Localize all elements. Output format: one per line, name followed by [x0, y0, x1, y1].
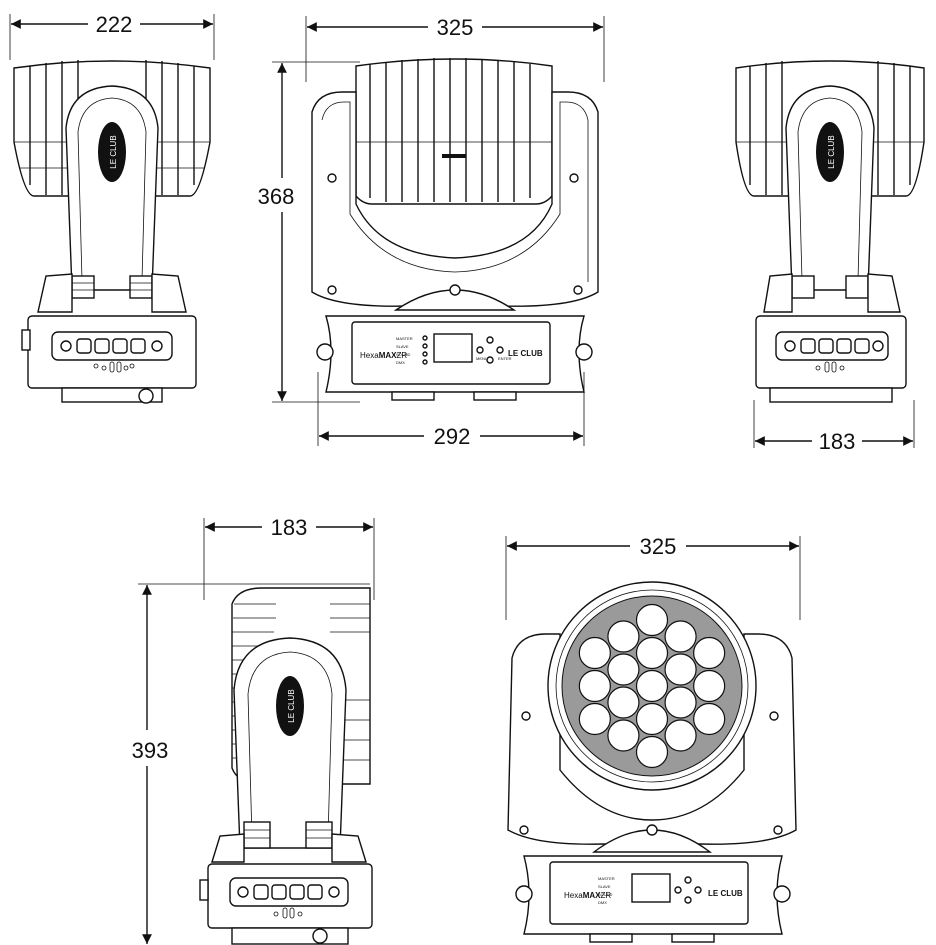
svg-text:DMX: DMX — [396, 360, 405, 365]
led-lens — [693, 669, 726, 703]
svg-text:DMX: DMX — [598, 900, 607, 905]
front-view: 325 368 — [258, 15, 605, 449]
led-lens — [635, 636, 669, 670]
dimension-292: 292 — [317, 372, 585, 449]
led-lens — [664, 620, 697, 653]
led-lens — [635, 603, 669, 637]
led-lens — [578, 702, 611, 736]
svg-text:SOUND: SOUND — [396, 352, 411, 357]
lcd-display — [433, 333, 473, 363]
svg-text:LE CLUB: LE CLUB — [508, 349, 543, 358]
svg-text:MASTER: MASTER — [598, 876, 615, 881]
dimension-183-bottom: 183 — [203, 515, 375, 600]
led-lens — [635, 669, 669, 703]
led-lens — [607, 686, 640, 719]
back-view: LE CLUB 183 — [735, 60, 925, 454]
front-head-fins — [356, 58, 552, 202]
led-lens — [578, 636, 611, 670]
svg-text:HexaMAXZR: HexaMAXZR — [360, 351, 407, 360]
dimension-label-222: 222 — [96, 12, 133, 37]
dimension-325-bottom: 325 — [505, 534, 801, 620]
svg-text:SOUND: SOUND — [598, 892, 613, 897]
led-lens — [607, 653, 640, 686]
svg-text:LE CLUB: LE CLUB — [109, 135, 118, 168]
led-lens — [607, 719, 640, 752]
side-view: 222 LE CLUB — [9, 12, 215, 404]
svg-text:LE CLUB: LE CLUB — [827, 135, 836, 168]
dimension-183-top: 183 — [753, 400, 915, 454]
dimension-label-325-top: 325 — [437, 15, 474, 40]
dimension-label-183-top: 183 — [819, 429, 856, 454]
indicator-labels: MASTER SLAVE SOUND DMX — [396, 335, 428, 365]
led-lens — [664, 686, 697, 719]
dimension-label-292: 292 — [434, 424, 471, 449]
led-lens — [693, 702, 726, 736]
svg-text:MASTER: MASTER — [396, 336, 413, 341]
led-lens — [693, 636, 726, 670]
logo-badge: LE CLUB — [98, 122, 126, 182]
dimension-label-183-bottom: 183 — [271, 515, 308, 540]
nav-buttons: MENU ENTER — [476, 336, 512, 364]
dimension-325-top: 325 — [305, 15, 605, 82]
svg-text:ENTER: ENTER — [498, 356, 512, 361]
svg-text:HexaMAXZR: HexaMAXZR — [564, 891, 611, 900]
led-lens — [607, 620, 640, 653]
led-lens — [664, 653, 697, 686]
dimension-222: 222 — [9, 12, 215, 60]
lens-view: 325 HexaMAXZR MASTER SLAVE SOUND DMX LE … — [505, 534, 801, 943]
svg-text:MENU: MENU — [476, 356, 488, 361]
led-lens — [664, 719, 697, 752]
svg-text:LE CLUB: LE CLUB — [708, 889, 743, 898]
led-lens — [635, 735, 669, 769]
led-lens — [578, 669, 611, 703]
svg-text:LE CLUB: LE CLUB — [287, 689, 296, 722]
svg-text:SLAVE: SLAVE — [396, 344, 409, 349]
profile-view: 183 393 — [132, 515, 375, 945]
svg-text:SLAVE: SLAVE — [598, 884, 611, 889]
dimension-label-325-bottom: 325 — [640, 534, 677, 559]
control-panel: HexaMAXZR MASTER SLAVE SOUND DMX MENU EN… — [360, 333, 543, 365]
dimension-label-393: 393 — [132, 738, 169, 763]
vent-holes — [93, 361, 135, 373]
base-connectors — [60, 338, 163, 354]
dimension-393: 393 — [132, 583, 370, 944]
dimension-368: 368 — [258, 61, 360, 403]
led-lens — [635, 702, 669, 736]
led-array — [578, 603, 726, 769]
dimension-label-368: 368 — [258, 184, 295, 209]
